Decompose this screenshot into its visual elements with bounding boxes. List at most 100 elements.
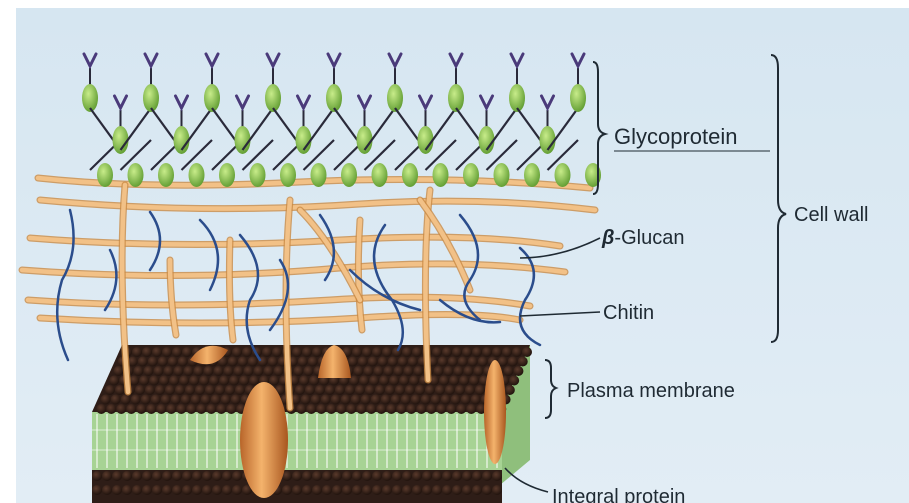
lipid-head <box>292 485 302 495</box>
lipid-head <box>455 385 465 395</box>
lipid-head <box>196 404 206 414</box>
lipid-head <box>502 347 512 357</box>
lipid-head <box>212 471 222 481</box>
lipid-head <box>389 376 399 386</box>
lipid-head <box>401 395 411 405</box>
lipid-head <box>182 347 192 357</box>
lipid-head <box>183 366 193 376</box>
lipid-head <box>132 347 142 357</box>
lipid-head <box>192 485 202 495</box>
lipid-head <box>139 376 149 386</box>
lipid-head <box>422 471 432 481</box>
lipid-head <box>382 347 392 357</box>
lipid-head <box>305 385 315 395</box>
lipid-head <box>372 347 382 357</box>
lipid-head <box>111 395 121 405</box>
lipid-head <box>202 485 212 495</box>
lipid-head <box>412 471 422 481</box>
lipid-head <box>175 385 185 395</box>
lipid-head <box>472 485 482 495</box>
lipid-head <box>142 347 152 357</box>
lipid-head <box>162 485 172 495</box>
lipid-head <box>392 485 402 495</box>
lipid-head <box>442 347 452 357</box>
label-beta-glucan: β-Glucan <box>601 227 684 249</box>
lipid-head <box>179 376 189 386</box>
lipid-head <box>268 357 278 367</box>
lipid-head <box>121 395 131 405</box>
lipid-head <box>448 357 458 367</box>
lipid-head <box>422 485 432 495</box>
lipid-head <box>206 404 216 414</box>
lipid-head <box>513 366 523 376</box>
lipid-head <box>229 376 239 386</box>
lipid-head <box>225 385 235 395</box>
lipid-head <box>182 485 192 495</box>
lipid-head <box>96 404 106 414</box>
lipid-head <box>159 376 169 386</box>
lipid-head <box>142 471 152 481</box>
lipid-head <box>352 471 362 481</box>
glycoprotein-bead <box>326 84 342 112</box>
lipid-head <box>425 385 435 395</box>
lipid-head <box>269 376 279 386</box>
lipid-head <box>215 385 225 395</box>
lipid-head <box>468 357 478 367</box>
lipid-head <box>109 376 119 386</box>
lipid-head <box>391 395 401 405</box>
lipid-head <box>148 357 158 367</box>
lipid-head <box>116 404 126 414</box>
lipid-head <box>366 404 376 414</box>
glycoprotein-bead-lower <box>494 163 510 187</box>
lipid-head <box>235 385 245 395</box>
lipid-head <box>442 485 452 495</box>
lipid-head <box>145 385 155 395</box>
lipid-head <box>133 366 143 376</box>
integral-protein-side <box>484 360 506 464</box>
glycoprotein-bead <box>143 84 159 112</box>
glycoprotein-bead-lower <box>97 163 113 187</box>
glycoprotein-bead-lower <box>280 163 296 187</box>
lipid-head <box>362 471 372 481</box>
lipid-head <box>382 485 392 495</box>
lipid-head <box>458 357 468 367</box>
lipid-head <box>115 385 125 395</box>
lipid-head <box>309 376 319 386</box>
lipid-head <box>209 376 219 386</box>
lipid-head <box>222 485 232 495</box>
lipid-head <box>195 385 205 395</box>
lipid-head <box>399 376 409 386</box>
glycoprotein-bead-lower <box>463 163 479 187</box>
lipid-head <box>302 347 312 357</box>
lipid-head <box>373 366 383 376</box>
lipid-head <box>161 395 171 405</box>
lipid-head <box>232 471 242 481</box>
lipid-head <box>503 366 513 376</box>
lipid-head <box>308 357 318 367</box>
lipid-head <box>292 347 302 357</box>
lipid-head <box>508 357 518 367</box>
lipid-head <box>222 471 232 481</box>
lipid-head <box>441 395 451 405</box>
lipid-head <box>205 385 215 395</box>
lipid-head <box>315 385 325 395</box>
lipid-head <box>263 366 273 376</box>
lipid-head <box>299 376 309 386</box>
lipid-head <box>126 404 136 414</box>
lipid-head <box>172 485 182 495</box>
lipid-head <box>492 347 502 357</box>
lipid-head <box>453 366 463 376</box>
lipid-head <box>325 385 335 395</box>
lipid-head <box>452 471 462 481</box>
lipid-head <box>522 347 532 357</box>
lipid-head <box>466 404 476 414</box>
lipid-head <box>512 347 522 357</box>
lipid-head <box>306 404 316 414</box>
lipid-head <box>295 385 305 395</box>
lipid-head <box>239 376 249 386</box>
integral-protein-large <box>240 382 288 498</box>
lipid-head <box>216 404 226 414</box>
lipid-head <box>143 366 153 376</box>
lipid-head <box>232 347 242 357</box>
